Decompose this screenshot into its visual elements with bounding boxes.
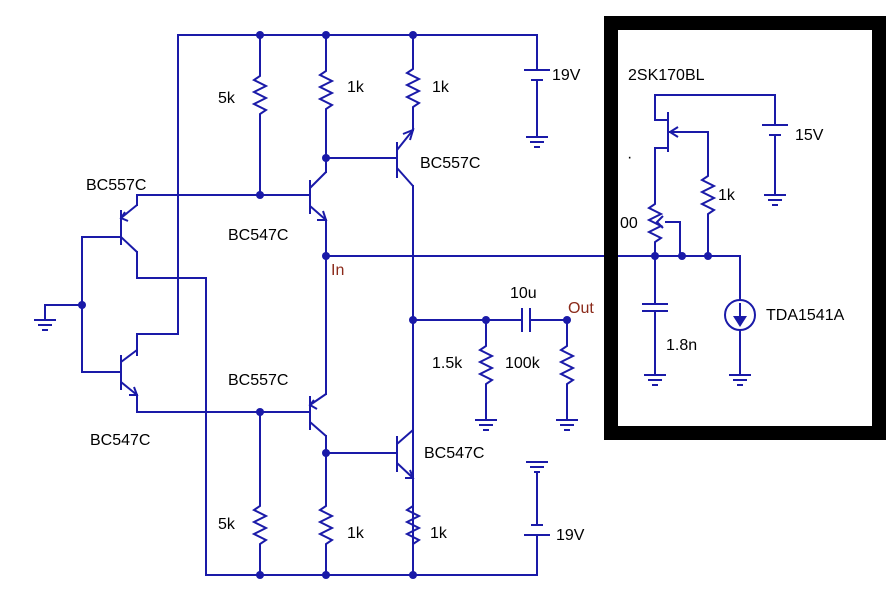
resistor-1k-bot-a [319,499,333,576]
resistor-5k-top-label: 5k [218,90,236,107]
battery-top-label: 19V [552,67,581,84]
battery-bottom [524,461,550,546]
output-network [409,308,579,431]
bottom-rail [205,544,538,579]
resistor-1k-top-b-label: 1k [432,79,450,96]
jfet-battery-label: 15V [795,127,824,144]
resistor-100k-label: 100k [505,355,541,372]
resistor-1k-top-b [406,34,420,131]
jfet-resistor-label: 1k [718,187,736,204]
jfet-current-source [642,94,788,386]
transistor-bc547c-left-bot [81,333,311,413]
input-node-label: In [331,262,344,279]
capacitor-10u-label: 10u [510,285,537,302]
transistor-bc547c-output-bot [325,429,415,479]
resistor-1k-bot-a-label: 1k [347,525,365,542]
input-node [322,252,656,260]
transistor-bc547c-mid-top-label: BC547C [228,227,288,244]
transistor-bc557c-mid-bot-label: BC557C [228,372,288,389]
resistor-1k-bot-b-label: 1k [430,525,448,542]
output-node-label: Out [568,300,594,317]
left-ground [33,236,86,373]
pot-mark: · [627,149,632,166]
transistor-bc547c-mid-top [256,157,328,376]
pot-label: 00 [620,215,638,232]
battery-bottom-label: 19V [556,527,585,544]
resistor-1k-top-a-label: 1k [347,79,365,96]
highlight-box [604,16,886,440]
resistor-5k-bot-label: 5k [218,516,236,533]
transistor-bc557c-left-top-label: BC557C [86,177,146,194]
resistor-1k5-label: 1.5k [432,355,463,372]
transistor-bc547c-left-bot-label: BC547C [90,432,150,449]
transistor-bc557c-output-top-label: BC557C [420,155,480,172]
capacitor-1n8-label: 1.8n [666,337,697,354]
current-source-label: TDA1541A [766,307,845,324]
transistor-bc557c-left-top [81,194,261,576]
transistor-bc557c-mid-bot [256,374,330,501]
resistor-5k-top [253,34,267,196]
battery-top [524,69,550,148]
resistor-1k-top-a [319,34,333,159]
top-rail [177,31,538,335]
transistor-bc557c-output-top [322,128,415,576]
transistor-bc547c-output-bot-label: BC547C [424,445,484,462]
resistor-1k-bot-b [406,477,420,576]
jfet-label: 2SK170BL [628,67,705,84]
resistor-5k-bot [253,411,267,576]
